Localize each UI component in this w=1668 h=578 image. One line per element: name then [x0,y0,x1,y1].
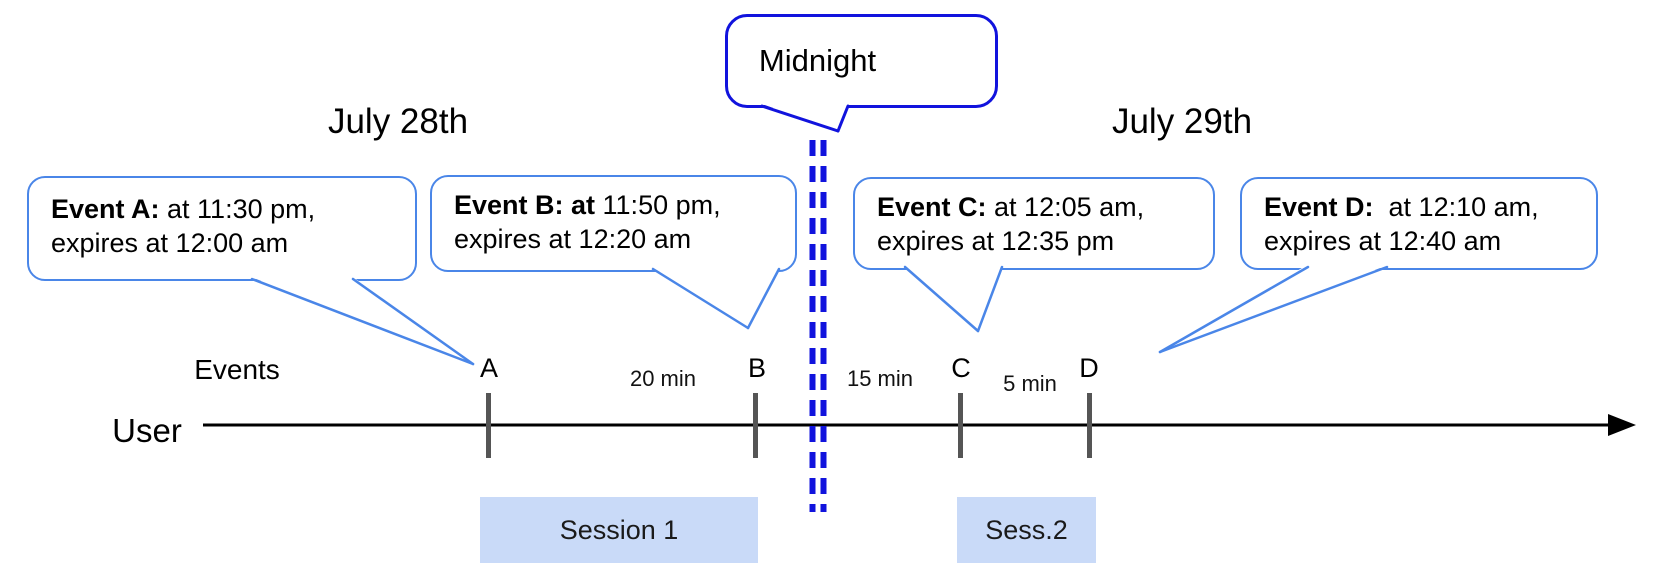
event-b-tail [652,267,780,328]
events-row-label: Events [194,354,280,385]
gap-label-15min: 15 min [846,366,914,391]
event-a-tail-edge-left [250,277,475,366]
event-a-tail [251,277,473,364]
midnight-tail-edge-left [760,104,840,133]
event-b-line1: Event B: at 11:50 pm, [454,190,721,220]
midnight-callout: Midnight [725,14,998,108]
tick-label-b: B [747,353,767,383]
tick-label-d: D [1079,353,1099,383]
event-c-tail [904,265,1003,331]
event-d-line1: Event D: at 12:10 am, [1264,192,1539,222]
event-c-tail-edge-left [903,265,980,333]
event-b-callout: Event B: at 11:50 pm, expires at 12:20 a… [430,175,797,272]
tick-label-c: C [951,353,971,383]
event-d-tail [1160,265,1388,352]
event-a-line1: Event A: at 11:30 pm, [51,194,316,224]
tick-label-a: A [479,353,499,383]
event-d-tail-edge-right [1158,265,1389,354]
session-2-label: Sess.2 [985,514,1068,545]
tick-a-mark [486,393,491,458]
session-1-label: Session 1 [559,514,679,545]
event-c-line2: expires at 12:35 pm [877,226,1115,256]
session-1-box: Session 1 [480,497,758,563]
user-axis-label: User [112,412,182,449]
event-d-tail-edge-left [1158,265,1310,354]
event-b-tail-edge-left [651,267,750,330]
timeline-arrowhead-icon [1608,414,1636,436]
session-2-box: Sess.2 [957,497,1096,563]
tick-b-mark [753,393,758,458]
event-d-line2: expires at 12:40 am [1264,226,1502,256]
date-label-july-29: July 29th [1111,102,1253,141]
tick-d-mark [1087,393,1092,458]
gap-label-20min: 20 min [629,366,697,391]
date-label-july-28: July 28th [327,102,469,141]
event-c-tail-edge-right [976,265,1004,333]
midnight-callout-label: Midnight [758,43,877,78]
midnight-callout-tail [762,104,848,131]
gap-label-5min: 5 min [1003,371,1057,396]
event-c-line1: Event C: at 12:05 am, [877,192,1145,222]
event-b-line2: expires at 12:20 am [454,224,692,254]
event-d-callout: Event D: at 12:10 am, expires at 12:40 a… [1240,177,1598,270]
midnight-tail-edge-right [836,104,850,133]
event-a-line2: expires at 12:00 am [51,228,289,258]
event-b-tail-edge-right [746,267,781,330]
event-c-callout: Event C: at 12:05 am, expires at 12:35 p… [853,177,1215,270]
tick-c-mark [958,393,963,458]
event-a-tail-edge-right [351,277,475,366]
event-a-callout: Event A: at 11:30 pm, expires at 12:00 a… [27,176,417,281]
